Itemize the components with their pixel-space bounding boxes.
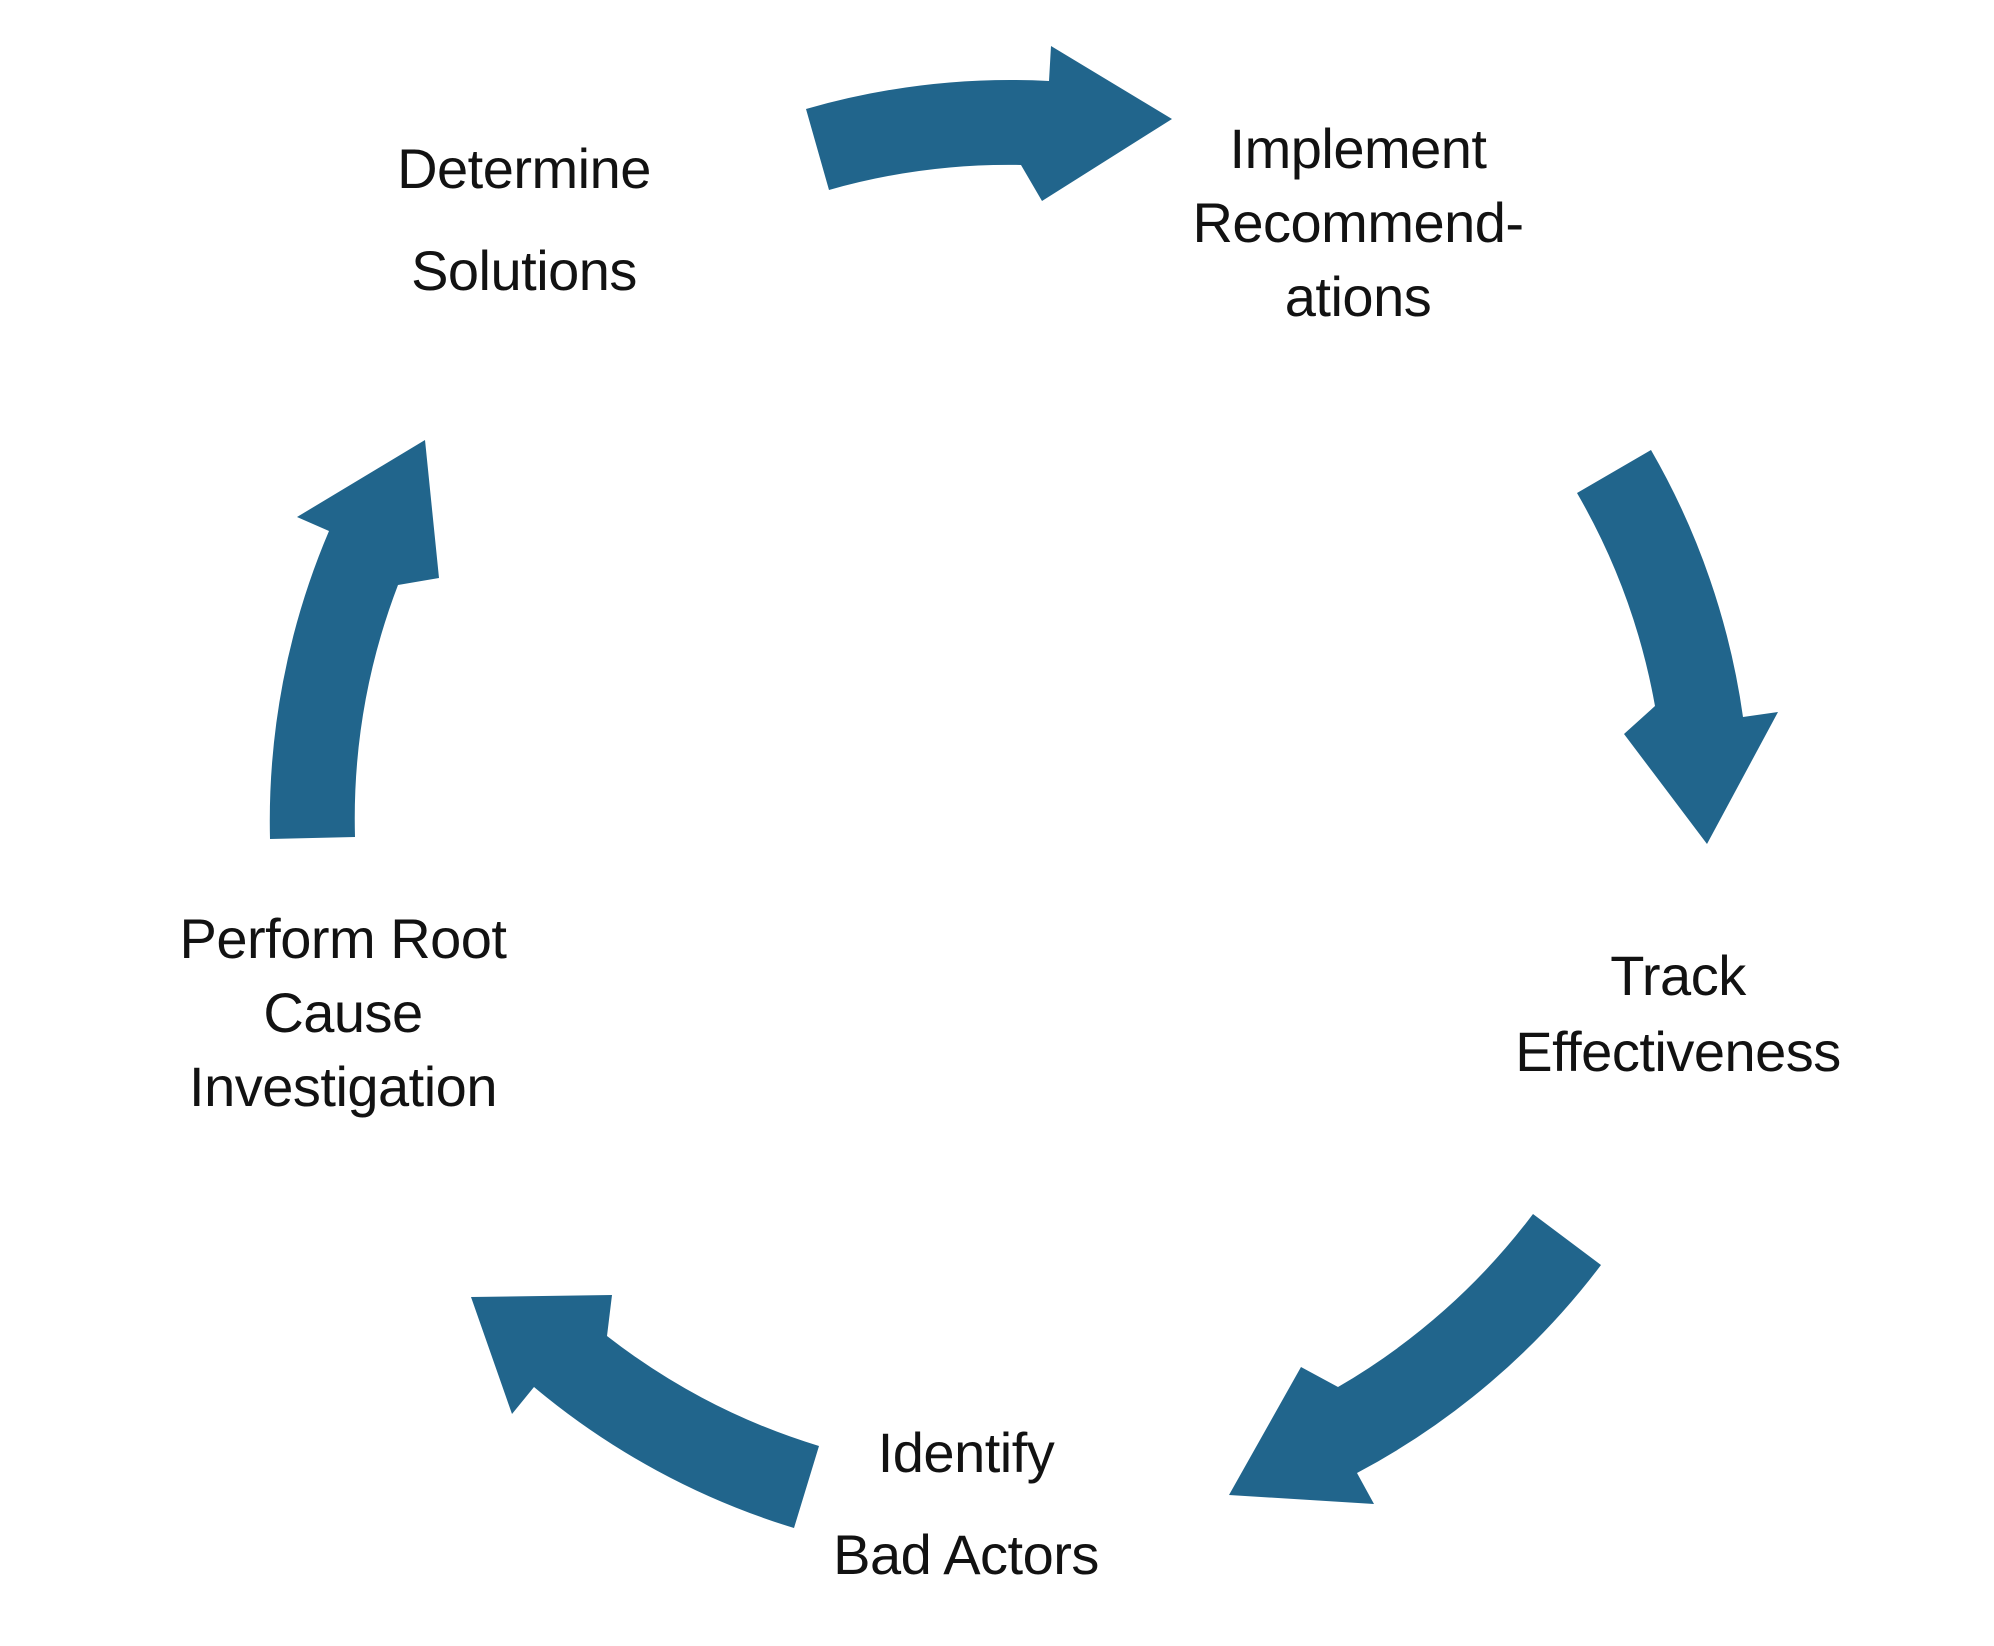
- step-label-line: Recommend-: [1192, 191, 1524, 254]
- curved-arrow-perform-to-determine-icon: [269, 440, 439, 839]
- step-label-line: Cause: [263, 981, 423, 1044]
- step-label-line: Track: [1610, 944, 1746, 1007]
- step-label-perform-root-cause-investigation: Perform Root Cause Investigation: [103, 902, 583, 1124]
- step-label-determine-solutions: Determine Solutions: [284, 118, 764, 322]
- step-label-line: Solutions: [411, 239, 637, 302]
- step-label-line: Determine: [397, 137, 651, 200]
- curved-arrow-identify-to-perform-icon: [471, 1295, 819, 1528]
- step-label-track-effectiveness: Track Effectiveness: [1418, 938, 1938, 1090]
- step-label-line: ations: [1284, 265, 1432, 328]
- step-label-line: Identify: [877, 1421, 1055, 1484]
- step-label-line: Bad Actors: [833, 1523, 1099, 1586]
- step-label-identify-bad-actors: Identify Bad Actors: [726, 1402, 1206, 1606]
- step-label-line: Investigation: [189, 1055, 497, 1118]
- step-label-line: Implement: [1229, 117, 1487, 180]
- curved-arrow-implement-to-track-icon: [1577, 450, 1778, 844]
- step-label-implement-recommendations: Implement Recommend- ations: [1118, 112, 1598, 334]
- curved-arrow-track-to-identify-icon: [1229, 1214, 1601, 1504]
- step-label-line: Perform Root: [179, 907, 508, 970]
- step-label-line: Effectiveness: [1515, 1020, 1841, 1083]
- curved-arrow-determine-to-implement-icon: [806, 46, 1172, 201]
